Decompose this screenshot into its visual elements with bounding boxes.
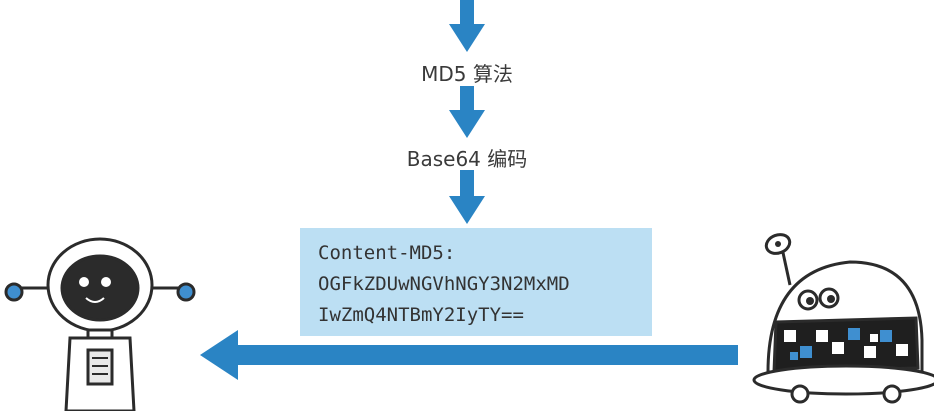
base64-step-label: Base64 编码 (406, 147, 528, 171)
client-robot-icon (4, 237, 196, 411)
header-line-value-2: IwZmQ4NTBmY2IyTY== (318, 304, 524, 326)
content-md5-header-box: Content-MD5: OGFkZDUwNGVhNGY3N2MxMD IwZm… (300, 228, 652, 336)
response-arrow (200, 330, 738, 380)
header-line-value-1: OGFkZDUwNGVhNGY3N2MxMD (318, 273, 570, 295)
md5-step-label: MD5 算法 (421, 62, 513, 86)
header-line-name: Content-MD5: (318, 242, 456, 264)
down-arrow-1 (449, 0, 485, 52)
down-arrow-3 (449, 170, 485, 224)
server-robot-icon (752, 233, 934, 404)
down-arrow-2 (449, 86, 485, 138)
